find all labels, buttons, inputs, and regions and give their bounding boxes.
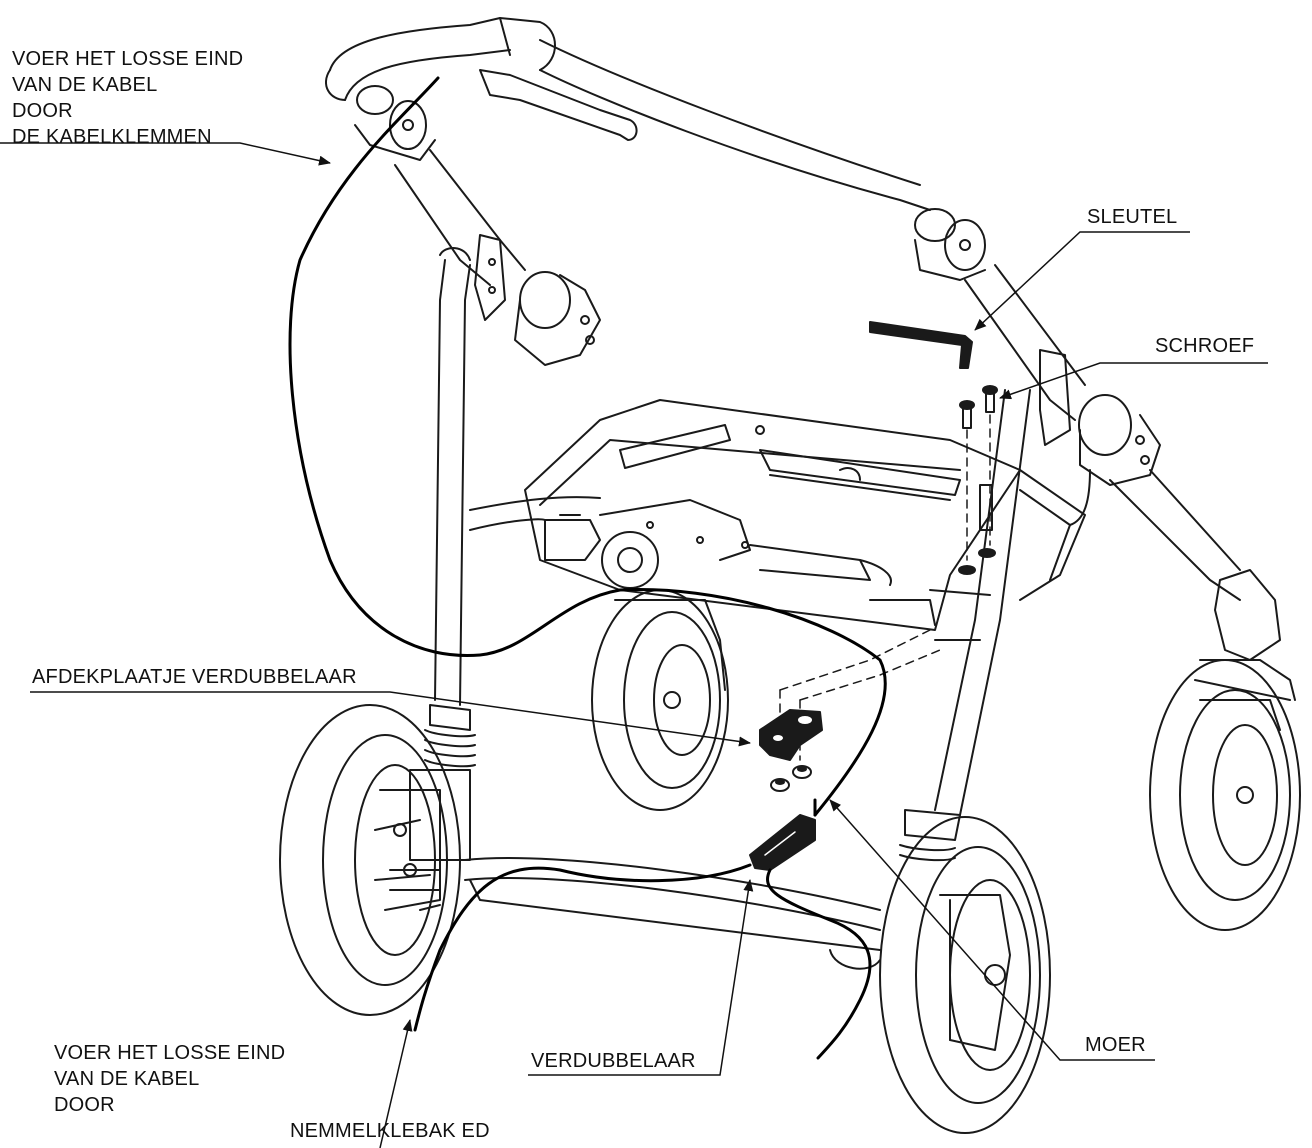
washers: [958, 484, 996, 575]
nuts: [770, 765, 812, 792]
cover-plate: [759, 709, 823, 761]
label-sleutel: SLEUTEL: [1087, 206, 1178, 228]
leader-sleutel: [974, 231, 1190, 331]
leader-afdekplaatje: [30, 691, 751, 747]
left-front-leg: [409, 247, 476, 861]
label-kabelklemmen-inverted: NEMMELKLEBAK ED: [290, 1120, 490, 1142]
label-schroef: SCHROEF: [1155, 335, 1255, 357]
label-line: VOER HET LOSSE EIND: [54, 1042, 286, 1064]
front-right-wheel: [879, 816, 1051, 1134]
label-line: DOOR: [54, 1094, 115, 1116]
right-front-leg: [899, 389, 1031, 862]
screw-1: [959, 400, 975, 429]
handlebar: [325, 17, 931, 211]
label-line: VAN DE KABEL: [12, 74, 158, 96]
label-line: DOOR: [12, 100, 73, 122]
leader-top-left: [0, 142, 331, 166]
leader-bottom: [379, 1019, 413, 1148]
label-feed-cable-bottom: VOER HET LOSSE EIND VAN DE KABEL DOOR: [54, 1040, 285, 1118]
right-fold-joint: [914, 208, 1161, 486]
cable-doubler: [749, 814, 816, 871]
seat-frame: [524, 399, 1091, 631]
leader-schroef: [999, 362, 1268, 400]
lower-frame: [464, 496, 981, 970]
rear-right-wheel: [1149, 659, 1301, 931]
leader-moer: [829, 799, 1155, 1061]
label-moer: MOER: [1085, 1034, 1146, 1056]
left-fold-joint: [354, 85, 601, 366]
leader-verdubbelaar: [528, 879, 754, 1076]
label-line: VOER HET LOSSE EIND: [12, 48, 244, 70]
rear-center-wheel: [591, 589, 729, 811]
assembly-dash-lines: [779, 414, 991, 761]
label-line: DE KABELKLEMMEN: [12, 126, 212, 148]
label-verdubbelaar: VERDUBBELAAR: [531, 1050, 696, 1072]
label-feed-cable-through-clamps: VOER HET LOSSE EIND VAN DE KABEL DOOR DE…: [12, 46, 243, 150]
label-afdekplaatje-verdubbelaar: AFDEKPLAATJE VERDUBBELAAR: [32, 666, 357, 688]
allen-key: [869, 321, 973, 369]
brake-cable: [288, 76, 887, 1060]
screw-2: [982, 385, 998, 413]
front-left-wheel: [279, 704, 461, 1016]
label-line: VAN DE KABEL: [54, 1068, 200, 1090]
